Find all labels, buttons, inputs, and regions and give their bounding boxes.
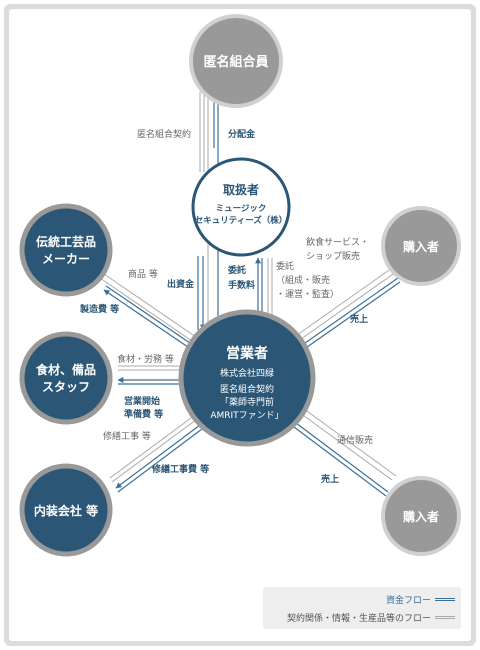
line-sales-bottom-2 [289, 423, 387, 497]
label-consign-2: （組成・販売 [276, 274, 330, 286]
label-contract: 匿名組合契約 [137, 128, 191, 140]
label-sales-bottom: 売上 [321, 473, 339, 485]
food-line2: スタッフ [42, 380, 90, 394]
operator-line3: 「薬師寺門前 [220, 396, 274, 408]
label-consign-3: ・運営・監査） [276, 288, 339, 300]
buyer-bottom-label: 購入者 [402, 509, 439, 524]
line-sales-top [297, 277, 399, 349]
label-fee: 手数料 [228, 279, 255, 291]
line-mail-order [295, 409, 393, 481]
legend: 資金フロー 契約関係・情報・生産品等のフロー [263, 587, 461, 629]
node-operator: 営業者 株式会社四緑 匿名組合契約 「薬師寺門前 AMRITファンド」 [178, 309, 316, 447]
label-repair-cost: 修繕工事費 等 [151, 463, 209, 475]
legend-info-label: 契約関係・情報・生産品等のフロー [286, 614, 431, 624]
label-investment: 出資金 [167, 278, 195, 290]
node-interior: 内装会社 等 [19, 463, 113, 557]
node-food: 食材、備品 スタッフ [19, 331, 113, 425]
legend-info-swatch [435, 616, 455, 619]
line-repair-cost [115, 415, 213, 489]
label-restaurant-2: ショップ販売 [306, 250, 360, 262]
legend-money-swatch [435, 598, 455, 601]
maker-line1: 伝統工芸品 [36, 234, 96, 249]
handler-line2: セキュリティーズ（株） [195, 215, 288, 226]
line-products [99, 277, 209, 353]
interior-label: 内装会社 等 [34, 503, 98, 518]
label-repair: 修繕工事 等 [103, 430, 151, 442]
node-maker: 伝統工芸品 メーカー [19, 203, 113, 297]
label-products: 商品 等 [128, 268, 158, 280]
label-sales-top: 売上 [350, 313, 368, 325]
nodes: 匿名組合員 取扱者 ミュージック セキュリティーズ（株） 営業者 株式会社四緑 … [19, 14, 461, 557]
buyer-top-label: 購入者 [402, 239, 439, 254]
label-commission: 委託 [227, 264, 246, 276]
label-consign-1: 委託 [276, 260, 294, 272]
label-distribution: 分配金 [228, 128, 256, 140]
node-buyer-top: 購入者 [381, 206, 461, 286]
maker-line2: メーカー [42, 252, 90, 266]
label-ingredients: 食材・労務 等 [117, 353, 174, 365]
label-mfg-cost: 製造費 等 [79, 303, 119, 315]
handler-title: 取扱者 [223, 182, 259, 197]
investors-label: 匿名組合員 [203, 54, 268, 70]
label-mail-order: 通信販売 [337, 434, 373, 446]
edge-labels: 匿名組合契約 分配金 出資金 委託 手数料 委託 （組成・販売 ・運営・監査） … [79, 128, 373, 485]
legend-money-label: 資金フロー [385, 596, 431, 606]
line-restaurant-2 [293, 271, 397, 345]
line-mail-order-2 [299, 405, 397, 477]
operator-line2: 匿名組合契約 [220, 383, 274, 395]
label-prep-1: 営業開始 [124, 395, 160, 407]
operator-line4: AMRITファンド」 [210, 411, 283, 421]
line-sales-bottom [291, 419, 389, 493]
line-sales-top-2 [299, 281, 401, 353]
line-restaurant [289, 267, 393, 341]
food-line1: 食材、備品 [35, 362, 96, 377]
legend-money-row: 資金フロー [386, 593, 455, 606]
node-investors: 匿名組合員 [189, 14, 283, 108]
line-repair-cost-2 [117, 419, 215, 493]
handler-line1: ミュージック [216, 203, 267, 214]
label-prep-2: 準備費 等 [124, 408, 163, 420]
node-buyer-bottom: 購入者 [381, 476, 461, 556]
legend-info-row: 契約関係・情報・生産品等のフロー [287, 611, 455, 624]
label-restaurant-1: 飲食サービス・ [306, 236, 369, 248]
operator-line1: 株式会社四緑 [220, 367, 274, 379]
operator-title: 営業者 [226, 345, 268, 362]
node-handler: 取扱者 ミュージック セキュリティーズ（株） [191, 157, 291, 257]
